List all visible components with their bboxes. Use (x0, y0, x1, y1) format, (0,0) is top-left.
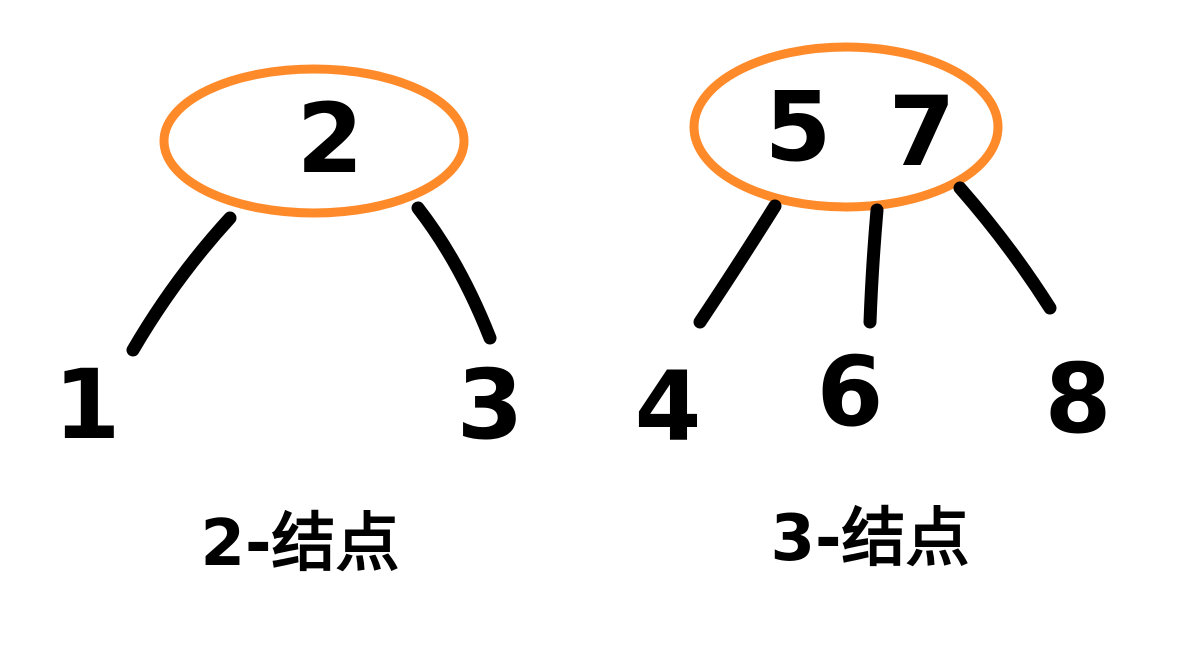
three-node-child-left: 4 (635, 351, 702, 463)
two-node-caption: 2-结点 (200, 507, 399, 581)
three-node-child-middle: 6 (817, 336, 884, 448)
three-node-child-right: 8 (1045, 343, 1112, 455)
three-node-caption: 3-结点 (770, 502, 969, 576)
two-node-group: 2 1 3 2-结点 (54, 64, 524, 581)
two-node-child-left: 1 (54, 349, 121, 461)
three-node-key-right: 7 (889, 76, 956, 188)
three-node-group: 5 7 4 6 8 3-结点 (635, 42, 1112, 576)
three-node-edge-middle (863, 203, 884, 329)
three-node-edge-left (693, 199, 782, 329)
two-node-child-right: 3 (457, 349, 524, 461)
two-node-outline (159, 64, 469, 218)
two-node-key: 2 (297, 83, 364, 195)
two-node-edge-right (411, 201, 497, 345)
two-node-edge-left (126, 211, 237, 357)
three-node-edge-right (953, 181, 1057, 315)
three-node-outline (689, 42, 1003, 212)
three-node-key-left: 5 (765, 71, 832, 183)
